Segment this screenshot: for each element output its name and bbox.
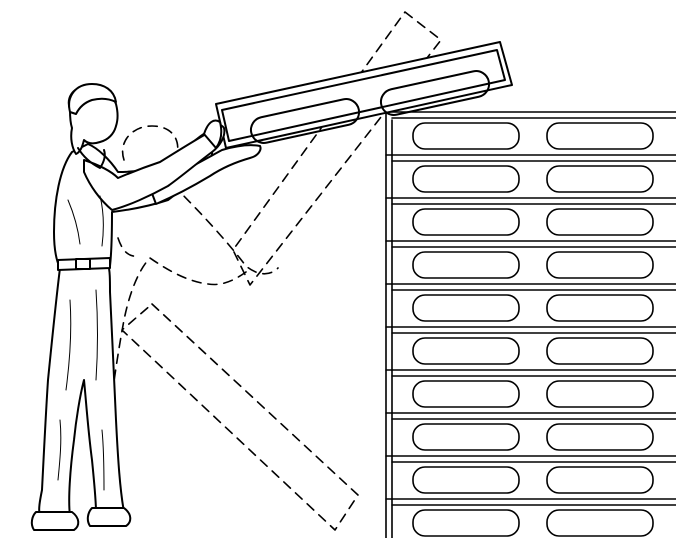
tier-slot <box>413 252 519 278</box>
tier-edge <box>386 413 676 419</box>
pallet-stack <box>386 112 676 538</box>
person-shoe-right <box>88 508 130 526</box>
tier-edge <box>386 112 676 118</box>
tier-slot <box>547 467 653 493</box>
tier-slot <box>547 338 653 364</box>
tier-slot <box>413 209 519 235</box>
pallet-tier <box>386 327 676 364</box>
tier-edge <box>386 241 676 247</box>
ghost-board-raised <box>233 12 441 285</box>
stack-frame <box>386 112 392 538</box>
tier-slot <box>547 424 653 450</box>
person-legs <box>39 264 124 516</box>
tier-edge <box>386 198 676 204</box>
tier-edge <box>386 499 676 505</box>
tier-edge <box>386 370 676 376</box>
lifted-board <box>216 42 512 148</box>
tier-slot <box>413 510 519 536</box>
pallet-tier <box>386 370 676 407</box>
tier-slot <box>547 295 653 321</box>
tier-slot <box>413 123 519 149</box>
pallet-tier <box>386 499 676 536</box>
tier-edge <box>386 284 676 290</box>
tier-slot <box>413 166 519 192</box>
pallet-tier <box>386 456 676 493</box>
person-figure <box>32 84 261 530</box>
tier-slot <box>413 381 519 407</box>
ghost-board-low <box>122 304 358 530</box>
tier-slot <box>413 424 519 450</box>
pallet-tier <box>386 413 676 450</box>
pallet-tier <box>386 112 676 149</box>
tier-slot <box>547 166 653 192</box>
tier-slot <box>547 123 653 149</box>
tier-edge <box>386 327 676 333</box>
person-shoe-left <box>32 512 78 530</box>
tier-slot <box>547 209 653 235</box>
tier-edge <box>386 456 676 462</box>
tier-slot <box>547 510 653 536</box>
tier-slot <box>413 467 519 493</box>
tier-slot <box>547 252 653 278</box>
pallet-tier <box>386 198 676 235</box>
pallet-tier <box>386 241 676 278</box>
pallet-tier <box>386 155 676 192</box>
pallet-tier <box>386 284 676 321</box>
tier-slot <box>413 338 519 364</box>
tier-slot <box>547 381 653 407</box>
tier-edge <box>386 155 676 161</box>
tier-slot <box>413 295 519 321</box>
